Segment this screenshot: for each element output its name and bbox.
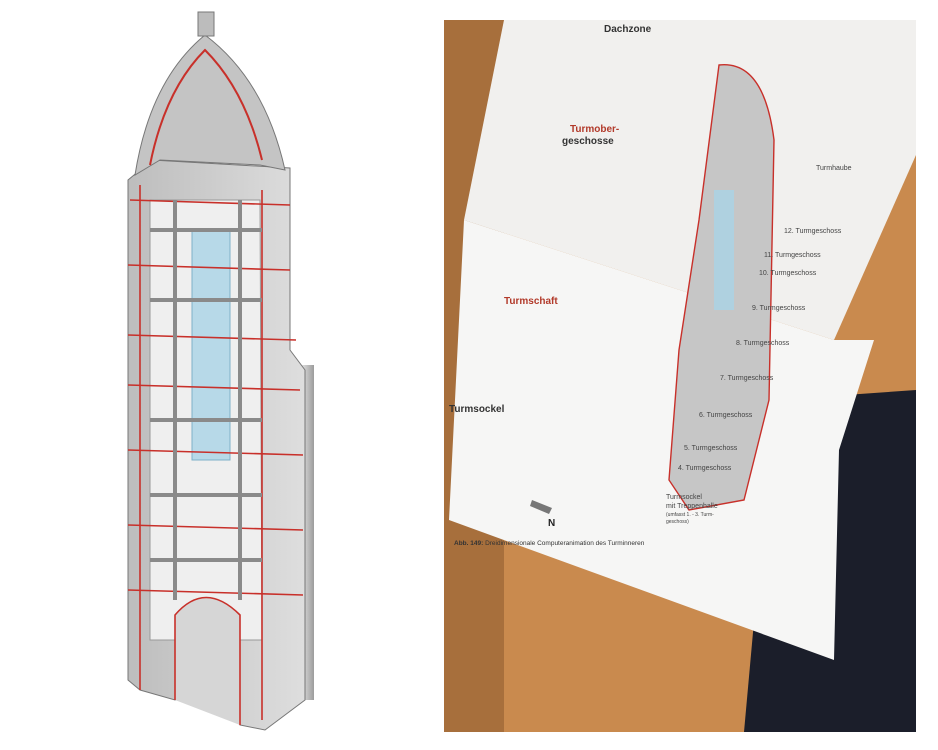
glass-shaft [191,229,231,461]
label-turmober: Turmober- [570,124,620,135]
caption-prefix: Abb. 149: [454,540,484,547]
label-floor-7: 7. Turmgeschoss [720,375,774,382]
label-floor-12: 12. Turmgeschoss [784,228,842,235]
label-floor-6: 6. Turmgeschoss [699,412,753,419]
label-base-4: geschoss) [666,519,689,525]
label-floor-9: 9. Turmgeschoss [752,305,806,312]
label-floor-8: 8. Turmgeschoss [736,340,790,347]
label-turmsockel: Turmsockel [449,404,505,415]
label-turmschaft: Turmschaft [504,296,558,307]
book-photo-panel: Dachzone Turmober- geschosse Turmschaft … [444,20,916,732]
caption: Abb. 149: Dreidimensionale Computeranima… [454,540,644,547]
label-floor-10: 10. Turmgeschoss [759,270,817,277]
book-photo [444,20,916,732]
label-floor-11: 11. Turmgeschoss [764,252,821,259]
roof-section-cut [149,48,263,166]
tower-roof [134,34,286,176]
beam-grid [150,200,262,600]
tower-render [127,11,314,731]
roof-finial [197,11,215,37]
north-arrow [530,500,552,514]
caption-text: Dreidimensionale Computeranimation des T… [485,540,645,547]
label-floor-5: 5. Turmgeschoss [684,445,738,452]
label-base-2: mit Treppenhalle [666,503,718,510]
book-page-upper [464,20,916,340]
label-geschosse: geschosse [562,136,614,147]
label-dachzone: Dachzone [604,24,652,35]
tower-print-glass [714,190,734,310]
label-turmhaube: Turmhaube [816,165,852,172]
north-label: N [548,518,556,529]
label-base-1: Turmsockel [666,494,702,501]
tower-render-panel [0,0,440,750]
base-arch [174,596,241,725]
floor-slabs [127,185,304,720]
label-floor-4: 4. Turmgeschoss [678,465,732,472]
label-base-3: (umfasst 1. - 3. Turm- [666,512,714,518]
